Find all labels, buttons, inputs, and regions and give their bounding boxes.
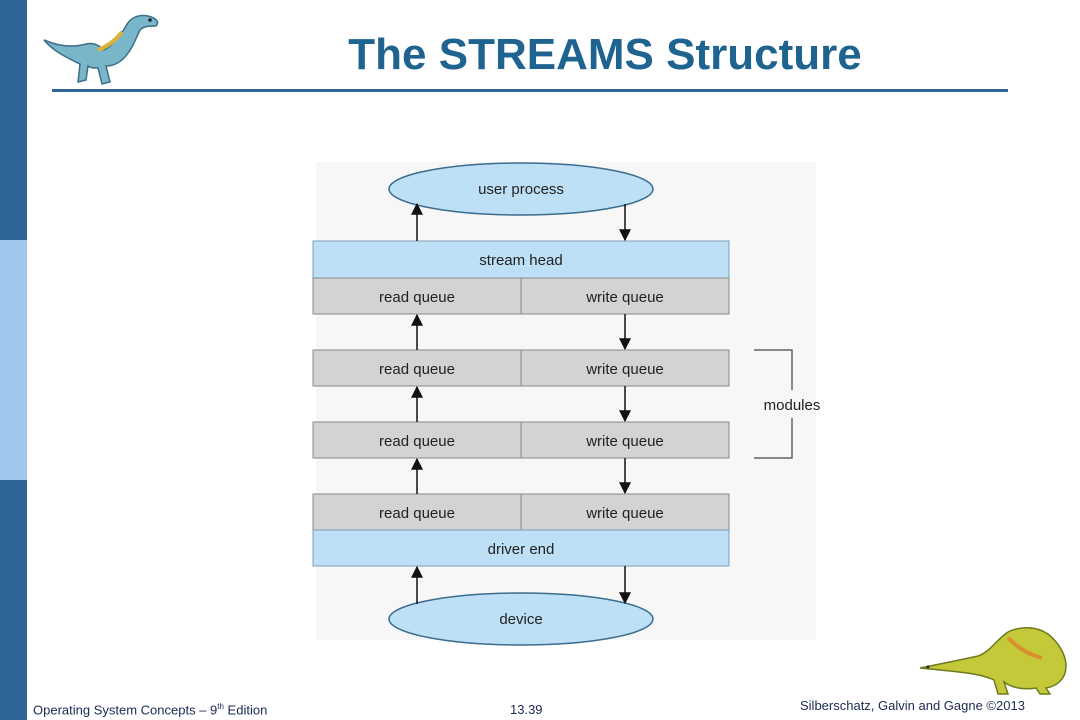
driver-end-label: driver end bbox=[488, 541, 555, 558]
footer-page-number: 13.39 bbox=[510, 702, 543, 717]
write-queue-box bbox=[520, 493, 730, 531]
queue-row-driver: read queue write queue bbox=[312, 493, 730, 531]
footer-course-suffix: Edition bbox=[223, 702, 268, 718]
write-queue-box bbox=[520, 277, 730, 315]
title-underline bbox=[52, 89, 1008, 92]
device-ellipse bbox=[388, 592, 654, 646]
queue-row-head: read queue write queue bbox=[312, 277, 730, 315]
write-queue-label: write queue bbox=[585, 361, 664, 378]
stream-head-box bbox=[312, 240, 730, 279]
write-queue-label: write queue bbox=[585, 505, 664, 522]
modules-bracket bbox=[754, 349, 793, 459]
footer-copyright: Silberschatz, Galvin and Gagne ©2013 bbox=[800, 698, 1025, 713]
user-process-ellipse bbox=[388, 162, 654, 216]
user-process-label: user process bbox=[478, 181, 564, 198]
driver-end-box bbox=[312, 529, 730, 567]
queue-row-module-2: read queue write queue bbox=[312, 421, 730, 459]
modules-label: modules bbox=[764, 397, 821, 414]
footer-course-title: Operating System Concepts – 9th Edition bbox=[33, 702, 267, 717]
sidebar-accent-bar bbox=[0, 240, 27, 480]
footer-course-sup: th bbox=[217, 702, 224, 711]
footer-course-prefix: Operating System Concepts – 9 bbox=[33, 702, 218, 718]
read-queue-label: read queue bbox=[379, 289, 455, 306]
write-queue-label: write queue bbox=[585, 289, 664, 306]
write-queue-label: write queue bbox=[585, 433, 664, 450]
slide-title: The STREAMS Structure bbox=[348, 30, 862, 79]
read-queue-label: read queue bbox=[379, 505, 455, 522]
read-queue-box bbox=[312, 421, 522, 459]
device-label: device bbox=[499, 611, 542, 628]
stream-head-label: stream head bbox=[479, 252, 562, 269]
dinosaur-logo-icon bbox=[43, 14, 159, 85]
dinosaur-decoration-icon bbox=[919, 627, 1067, 695]
queue-row-module-1: read queue write queue bbox=[312, 349, 730, 387]
diagram-background bbox=[316, 162, 816, 640]
read-queue-label: read queue bbox=[379, 433, 455, 450]
read-queue-label: read queue bbox=[379, 361, 455, 378]
